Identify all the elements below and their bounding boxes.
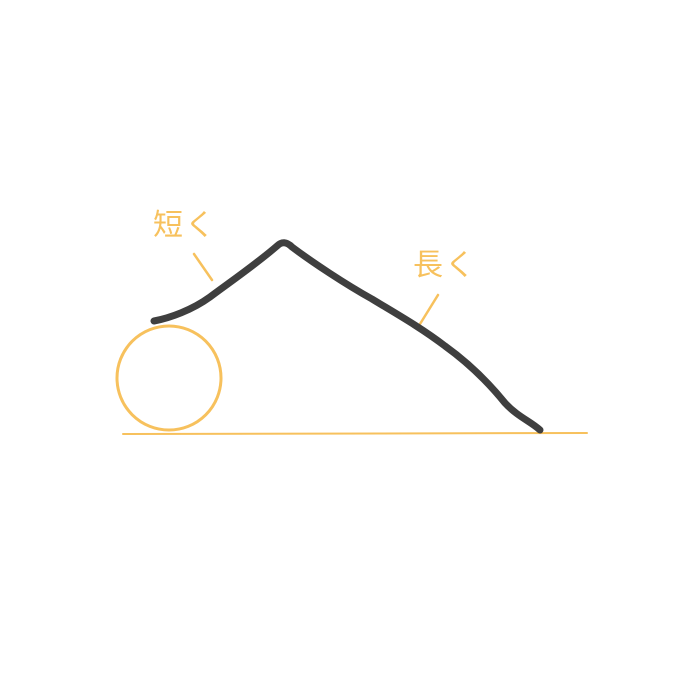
short-side-pointer (192, 252, 214, 282)
triangle-stroke (150, 239, 544, 434)
long-side-pointer (418, 293, 440, 326)
ground-line (122, 432, 588, 435)
short-label: 短く (153, 208, 217, 243)
ball-circle (115, 324, 223, 432)
long-label: 長く (413, 248, 477, 283)
